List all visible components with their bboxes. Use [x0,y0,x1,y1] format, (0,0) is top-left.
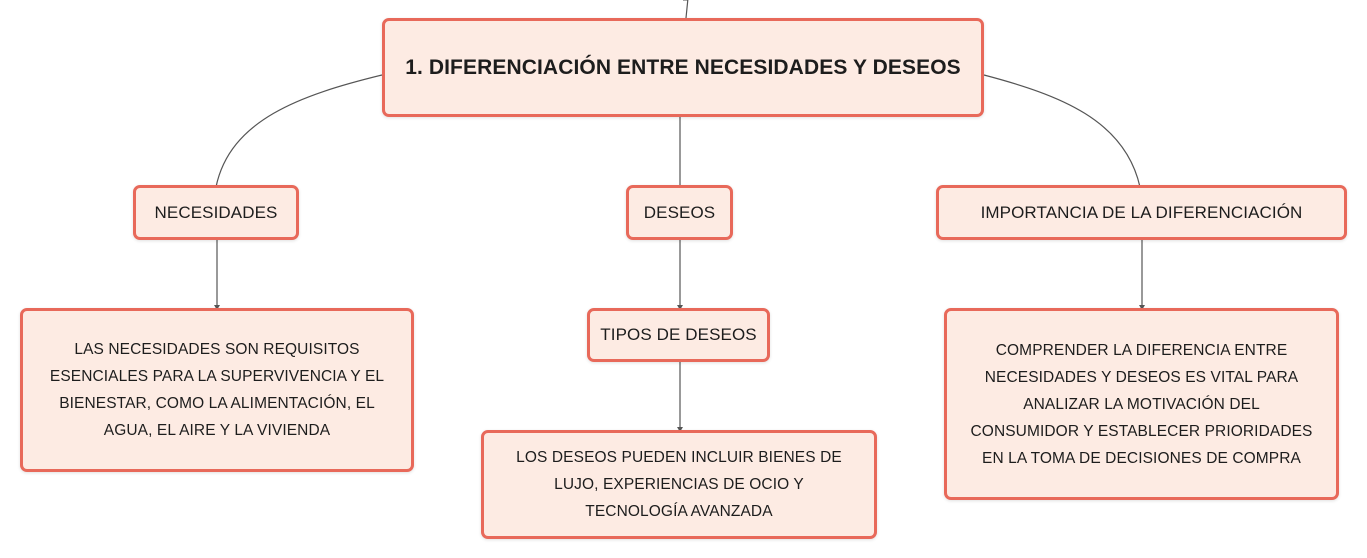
importancia-detail-text: COMPRENDER LA DIFERENCIA ENTRE NECESIDAD… [970,341,1313,467]
connector-parent [683,0,689,19]
root-topic[interactable]: 1. DIFERENCIACIÓN ENTRE NECESIDADES Y DE… [382,18,984,117]
root-topic-label: 1. DIFERENCIACIÓN ENTRE NECESIDADES Y DE… [405,55,961,79]
connector-root-importancia [983,74,1141,188]
branch-deseos[interactable]: DESEOS [626,185,733,240]
branch-necesidades-label: NECESIDADES [154,202,278,222]
branch-necesidades[interactable]: NECESIDADES [133,185,299,240]
arrowhead [677,305,683,310]
necesidades-detail[interactable]: LAS NECESIDADES SON REQUISITOS ESENCIALE… [20,308,414,472]
necesidades-detail-text: LAS NECESIDADES SON REQUISITOS ESENCIALE… [49,341,385,439]
branch-importancia-label: IMPORTANCIA DE LA DIFERENCIACIÓN [980,202,1303,222]
arrowhead [1139,305,1145,310]
subtopic-tipos-de-deseos-label: TIPOS DE DESEOS [600,325,757,344]
importancia-detail[interactable]: COMPRENDER LA DIFERENCIA ENTRE NECESIDAD… [944,308,1339,500]
branch-importancia[interactable]: IMPORTANCIA DE LA DIFERENCIACIÓN [936,185,1347,240]
deseos-detail[interactable]: LOS DESEOS PUEDEN INCLUIR BIENES DE LUJO… [481,430,877,539]
connector-root-necesidades [215,74,383,188]
deseos-detail-text: LOS DESEOS PUEDEN INCLUIR BIENES DE LUJO… [516,449,842,520]
branch-deseos-label: DESEOS [643,202,716,222]
arrowhead [677,427,683,432]
subtopic-tipos-de-deseos[interactable]: TIPOS DE DESEOS [587,308,770,362]
arrowhead [214,305,220,310]
